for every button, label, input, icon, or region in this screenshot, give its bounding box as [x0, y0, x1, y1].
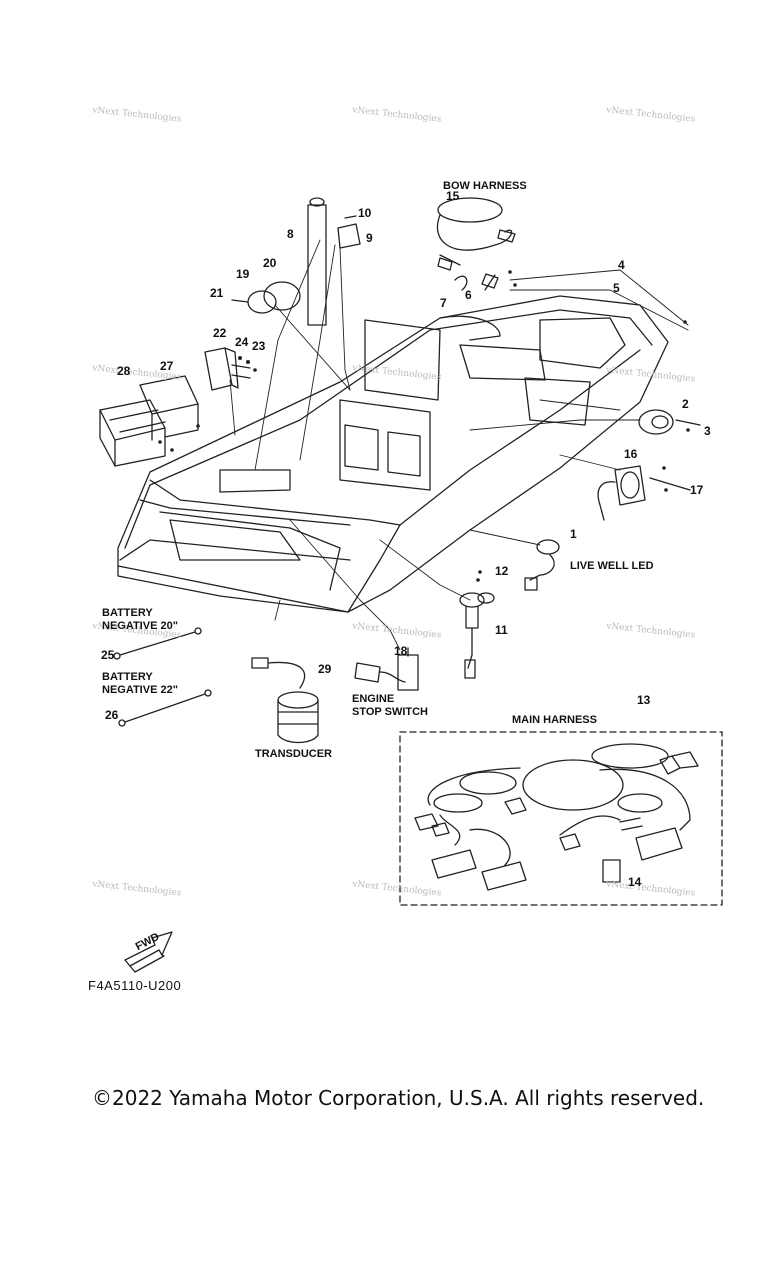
engine-stop-line2: STOP SWITCH [352, 706, 428, 718]
callout-18: 18 [394, 644, 408, 658]
battery-negative-20-label: BATTERY NEGATIVE 20" [102, 607, 178, 633]
callout-12: 12 [495, 564, 509, 578]
callout-9: 9 [366, 231, 373, 245]
engine-stop-switch [354, 647, 419, 691]
callout-22: 22 [213, 326, 227, 340]
battery-cables [113, 627, 212, 727]
led-part [524, 539, 560, 591]
boat-hull [117, 295, 669, 613]
callout-23: 23 [252, 339, 266, 353]
live-well-led-label: LIVE WELL LED [570, 560, 654, 572]
pole-part [307, 197, 361, 326]
transducer-part [251, 657, 319, 744]
battery-negative-20-line1: BATTERY [102, 607, 153, 619]
callout-2: 2 [682, 397, 689, 411]
main-harness-box [399, 731, 723, 906]
battery-negative-20-line2: NEGATIVE 20" [102, 620, 178, 632]
callout-17: 17 [690, 483, 704, 497]
callout-3: 3 [704, 424, 711, 438]
bow-harness [436, 197, 516, 291]
diagram-code: F4A5110-U200 [88, 978, 182, 993]
light-part [597, 465, 691, 521]
main-harness-label: MAIN HARNESS [512, 714, 597, 726]
fwd-arrow-icon [124, 931, 173, 973]
battery-negative-22-label: BATTERY NEGATIVE 22" [102, 671, 178, 697]
callout-26: 26 [105, 708, 119, 722]
callout-13: 13 [637, 693, 651, 707]
callout-21: 21 [210, 286, 224, 300]
callout-4: 4 [618, 258, 625, 272]
callout-15: 15 [446, 189, 460, 203]
callout-6: 6 [465, 288, 472, 302]
battery-negative-22-line1: BATTERY [102, 671, 153, 683]
engine-stop-switch-label: ENGINE STOP SWITCH [352, 693, 428, 719]
batteries [99, 375, 199, 467]
callout-14: 14 [628, 875, 642, 889]
fitting-part [459, 592, 495, 679]
callout-19: 19 [236, 267, 250, 281]
callout-29: 29 [318, 662, 332, 676]
callout-25: 25 [101, 648, 115, 662]
transducer-label: TRANSDUCER [255, 748, 332, 760]
speaker-part [638, 409, 701, 435]
battery-negative-22-line2: NEGATIVE 22" [102, 684, 178, 696]
engine-stop-line1: ENGINE [352, 693, 395, 705]
disc-part [231, 281, 301, 314]
fastener-dots [158, 270, 690, 582]
callout-8: 8 [287, 227, 294, 241]
callout-7: 7 [440, 296, 447, 310]
callout-10: 10 [358, 206, 372, 220]
copyright-notice: ©2022 Yamaha Motor Corporation, U.S.A. A… [92, 1086, 705, 1110]
callout-24: 24 [235, 335, 249, 349]
callout-27: 27 [160, 359, 174, 373]
callout-5: 5 [613, 281, 620, 295]
callout-11: 11 [495, 623, 508, 637]
callout-16: 16 [624, 447, 638, 461]
bow-harness-label: BOW HARNESS [443, 180, 527, 192]
bracket-part [204, 347, 251, 391]
leader-lines [229, 239, 689, 651]
callout-28: 28 [117, 364, 131, 378]
callout-20: 20 [263, 256, 277, 270]
callout-1: 1 [570, 527, 577, 541]
